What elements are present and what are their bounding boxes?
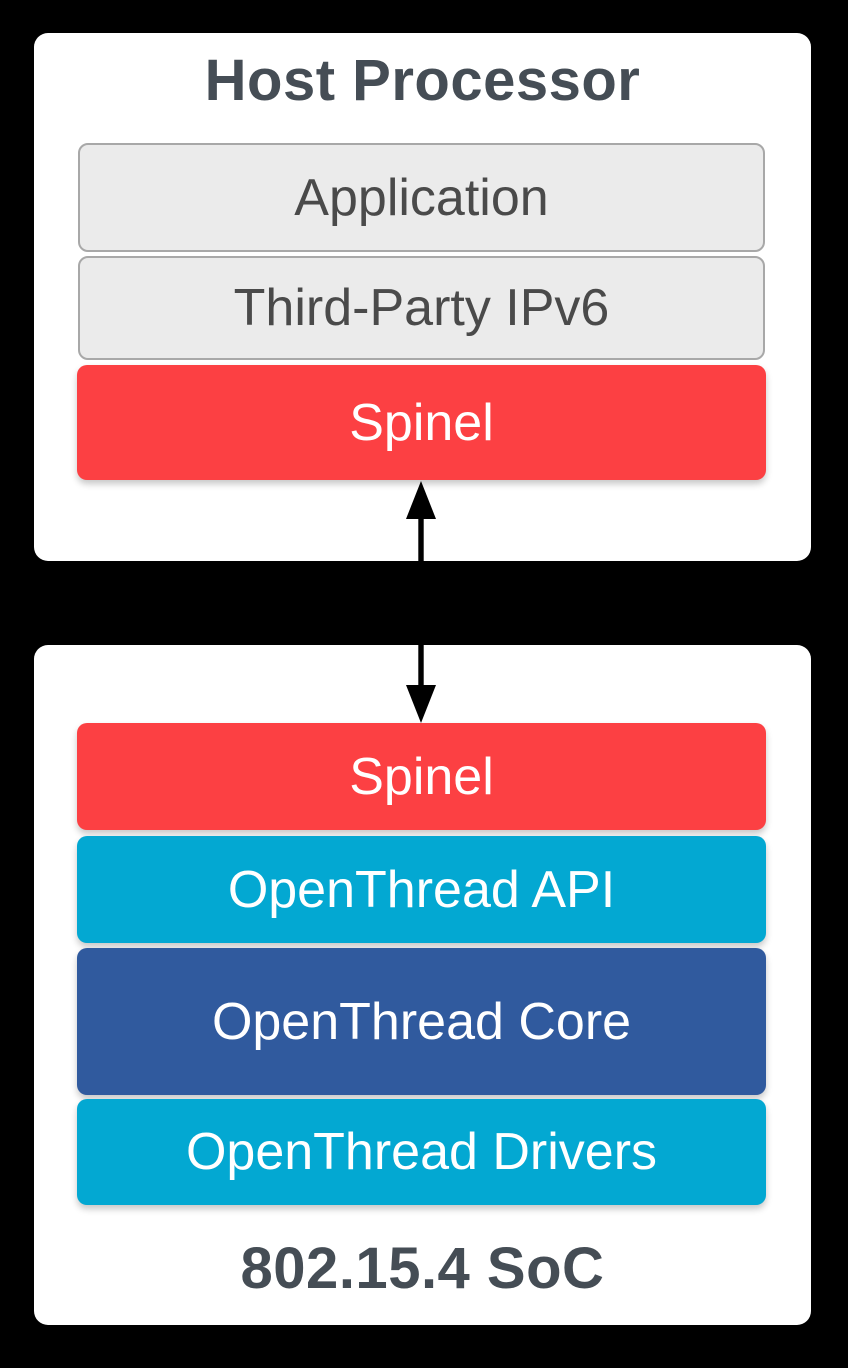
bidirectional-arrow-shape — [406, 481, 436, 723]
bidirectional-arrow — [406, 481, 436, 723]
layer-spinel-host: Spinel — [77, 365, 766, 480]
host-processor-box: Host Processor Application Third-Party I… — [34, 33, 811, 561]
layer-spinel-soc: Spinel — [77, 723, 766, 830]
layer-third-party-ipv6: Third-Party IPv6 — [78, 256, 765, 360]
host-processor-title: Host Processor — [204, 47, 641, 113]
layer-openthread-drivers: OpenThread Drivers — [77, 1099, 766, 1205]
layer-openthread-core: OpenThread Core — [77, 948, 766, 1095]
layer-application: Application — [78, 143, 765, 252]
layer-openthread-api: OpenThread API — [77, 836, 766, 943]
soc-box: Spinel OpenThread API OpenThread Core Op… — [34, 645, 811, 1325]
soc-title: 802.15.4 SoC — [240, 1235, 605, 1301]
